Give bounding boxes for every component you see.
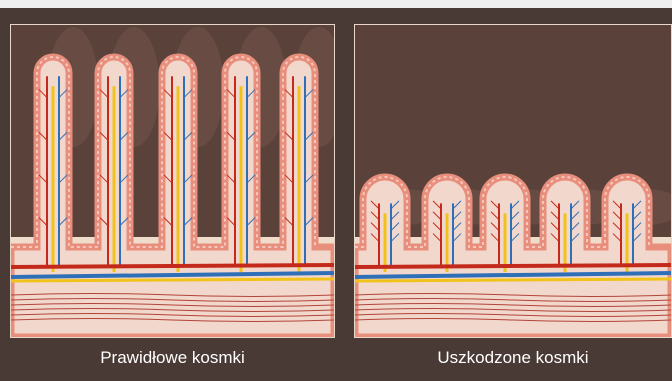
- main-artery: [11, 265, 334, 267]
- normal-villi-illustration: [11, 25, 334, 337]
- damaged-villi-label: Uszkodzone kosmki: [354, 348, 672, 368]
- main-artery: [355, 265, 671, 267]
- damaged-villi-illustration: [355, 25, 671, 337]
- normal-villi-panel: [10, 24, 335, 338]
- villi-epithelium: [355, 177, 671, 337]
- main-lymph: [355, 279, 671, 281]
- normal-villi-label: Prawidłowe kosmki: [10, 348, 335, 368]
- main-lymph: [11, 279, 334, 281]
- top-bar: [0, 0, 672, 8]
- damaged-villi-panel: [354, 24, 672, 338]
